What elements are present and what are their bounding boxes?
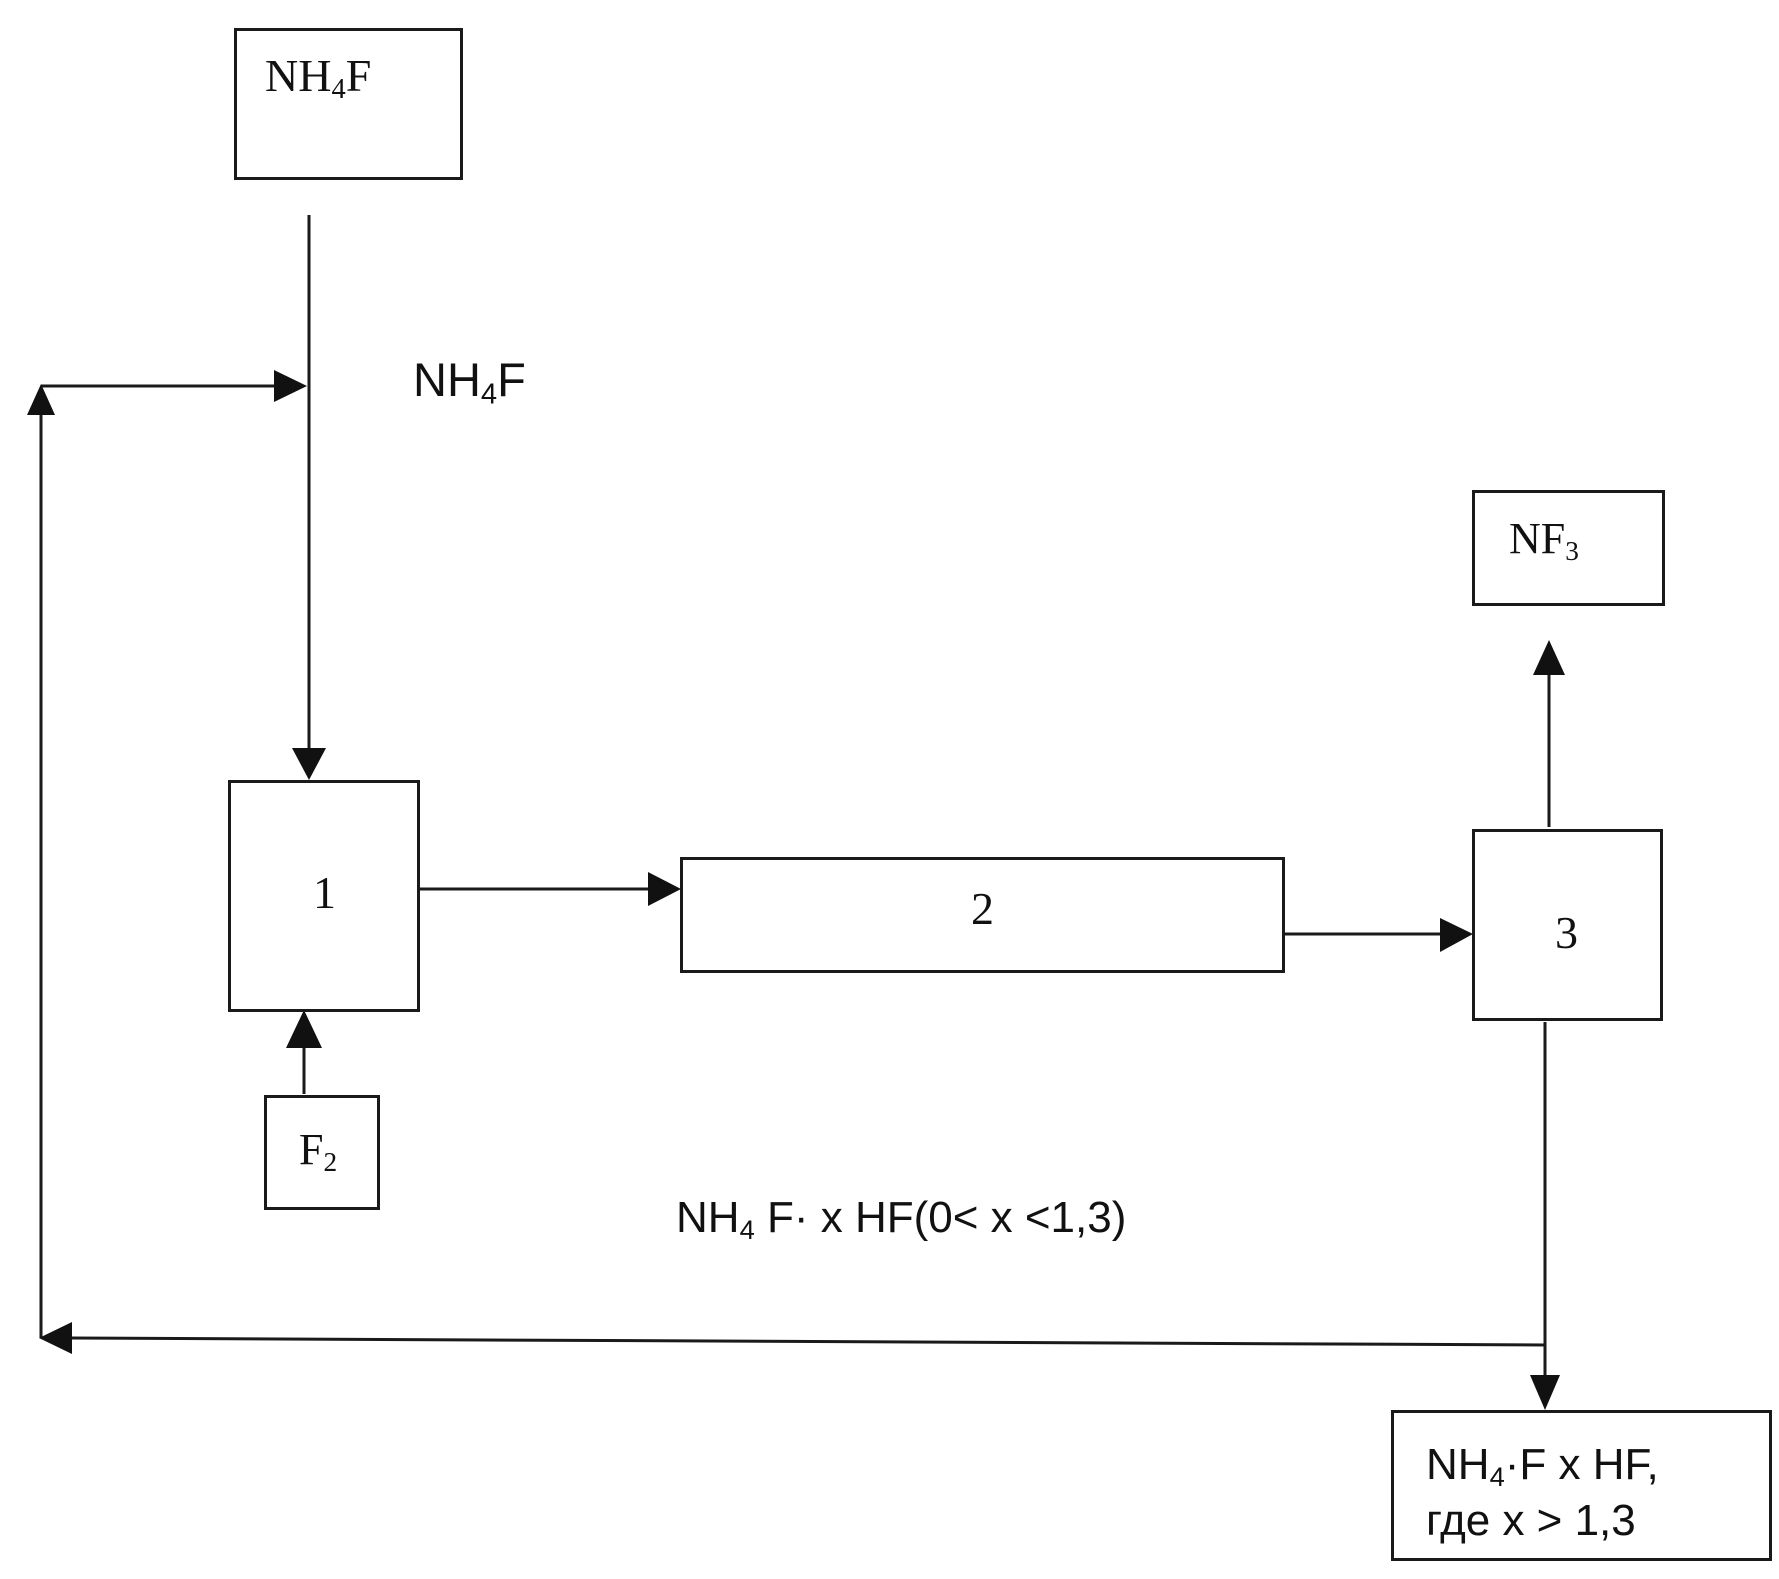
- unit-3-box: 3: [1472, 829, 1663, 1021]
- arrow-into-unit3: [1440, 918, 1473, 952]
- arrow-into-nf3: [1533, 640, 1565, 675]
- arrow-into-feed: [274, 370, 307, 402]
- residue-product-box: NH4·F x HF, где х > 1,3: [1391, 1410, 1772, 1561]
- nf3-product-box: NF3: [1472, 490, 1665, 606]
- unit-1-box: 1: [228, 780, 420, 1012]
- arrow-recycle-left: [39, 1322, 72, 1354]
- recycle-stream-label: NH4 F· x HF(0< x <1,3): [676, 1196, 1126, 1240]
- arrow-recycle-up: [27, 384, 55, 415]
- nh4f-source-label: NH4F: [265, 53, 371, 99]
- unit-2-label: 2: [971, 886, 994, 932]
- nh4f-stream-label: NH4F: [413, 356, 526, 403]
- f2-source-box: F2: [264, 1095, 380, 1210]
- arrow-into-residue: [1530, 1375, 1560, 1410]
- f2-source-label: F2: [299, 1128, 337, 1172]
- nh4f-source-box: NH4F: [234, 28, 463, 180]
- unit-1-label: 1: [313, 870, 336, 916]
- arrow-f2-into-unit1: [286, 1010, 322, 1048]
- unit-3-label: 3: [1555, 910, 1578, 956]
- residue-product-line2: где х > 1,3: [1426, 1499, 1636, 1543]
- recycle-bottom-line: [70, 1338, 1545, 1345]
- arrow-into-unit2: [648, 872, 681, 906]
- arrow-into-unit1: [292, 748, 326, 780]
- residue-product-line1: NH4·F x HF,: [1426, 1443, 1659, 1487]
- nf3-product-label: NF3: [1509, 517, 1579, 561]
- unit-2-box: 2: [680, 857, 1285, 973]
